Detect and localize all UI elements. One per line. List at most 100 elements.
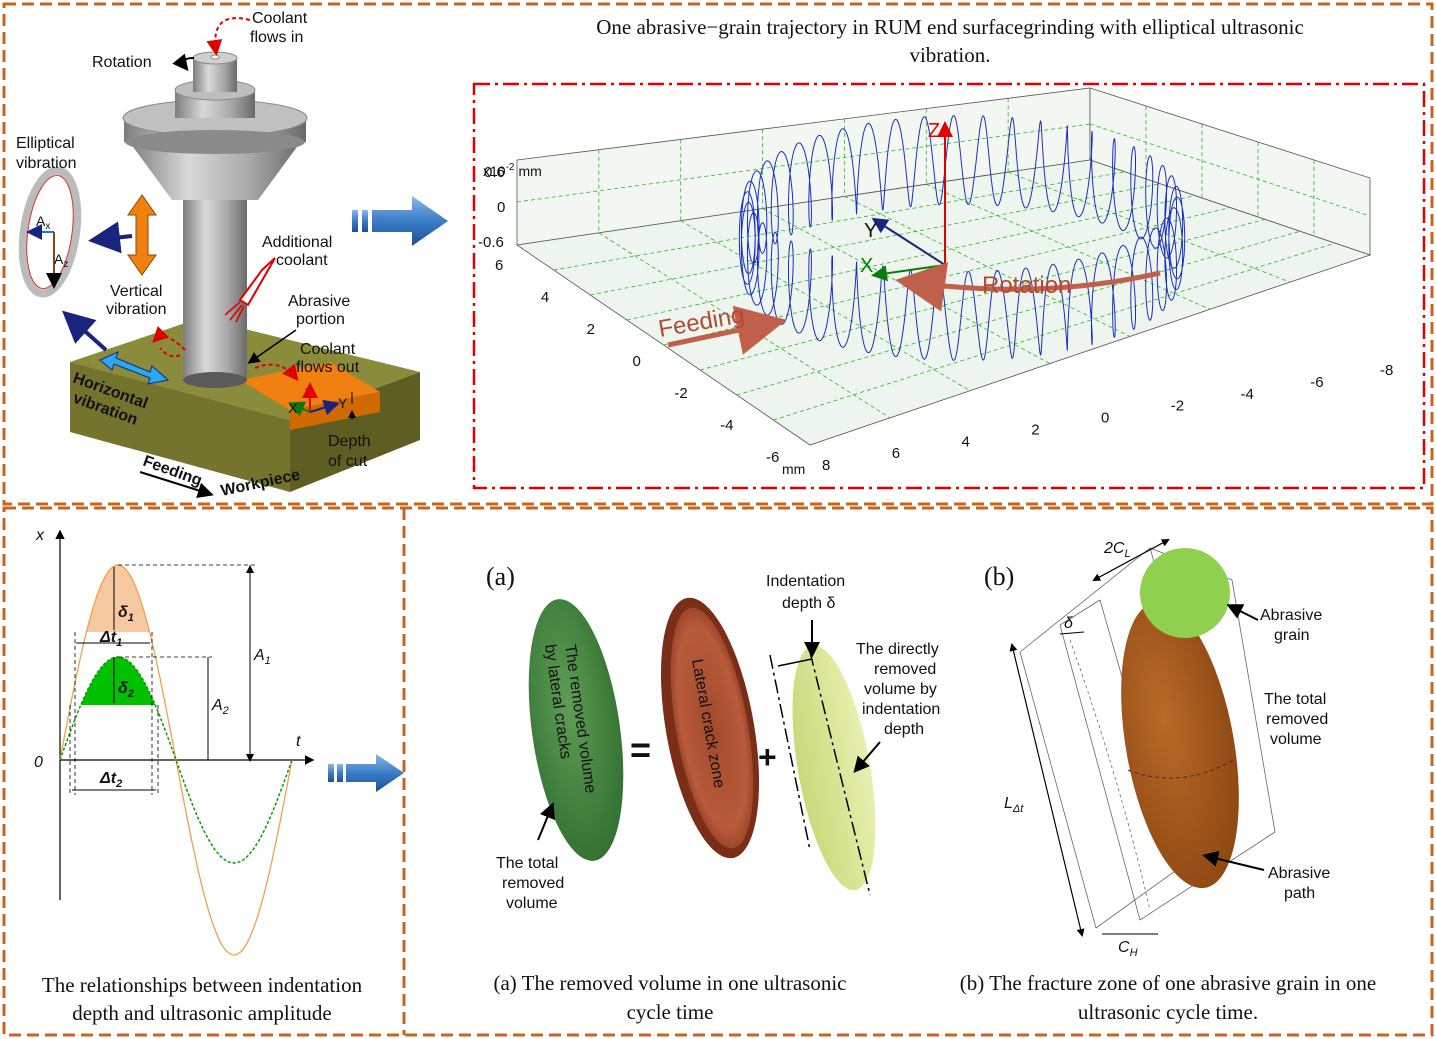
z-tick: 0 — [497, 199, 505, 216]
plot-axis-z: Z — [928, 120, 940, 142]
ax-label: A — [36, 213, 46, 229]
panel-b-caption-1: (b) The fracture zone of one abrasive gr… — [960, 971, 1377, 995]
dt1-sub: 1 — [116, 637, 122, 649]
spindle-cone — [128, 140, 302, 200]
b-delta-label: δ — [1064, 615, 1074, 632]
x-tick: 0 — [1101, 410, 1109, 427]
dt2-label: Δt — [99, 770, 117, 787]
cl-sub: L — [1124, 548, 1130, 560]
wp-axis-x: X — [288, 400, 298, 416]
delta1-sub: 1 — [128, 612, 134, 624]
svg-text:Δt2: Δt2 — [99, 770, 122, 790]
panel-a-caption-1: (a) The removed volume in one ultrasonic — [493, 971, 846, 995]
spindle-shaft — [183, 190, 247, 380]
brown-removed-volume — [1121, 601, 1239, 889]
coil-trajectory — [738, 115, 1186, 361]
wp-axis-y: Y — [338, 395, 348, 411]
elliptical-ring — [18, 166, 82, 298]
svg-text:Ax: Ax — [36, 213, 50, 232]
coolant-nozzle — [238, 257, 276, 307]
b-total-label-3: volume — [1270, 731, 1322, 748]
b-total-label-1: The total — [1264, 691, 1326, 708]
x-tick: -8 — [1380, 362, 1393, 379]
panel-a: (a) The removed volume by lateral cracks… — [486, 562, 940, 912]
x-axis-label: x — [35, 527, 45, 544]
abrasive-grain — [1140, 548, 1230, 638]
ch-sub: H — [1130, 947, 1138, 959]
y-tick: -2 — [674, 385, 687, 402]
elliptical-label-1: Elliptical — [16, 135, 75, 152]
panel-a-caption-2: cycle time — [627, 1000, 714, 1024]
coolant-in-label-1: Coolant — [252, 10, 308, 27]
delta1-label: δ — [118, 604, 128, 621]
a2-label: A — [211, 697, 223, 714]
a-total-label-1: The total — [496, 855, 558, 872]
machine-illustration: Coolant flows in Rotation Elliptical vib… — [16, 10, 420, 500]
y-tick: -6 — [766, 449, 779, 466]
path-label-2: path — [1284, 885, 1315, 902]
dt1-label: Δt — [99, 629, 117, 646]
amplitude-caption-2: depth and ultrasonic amplitude — [72, 1001, 332, 1025]
direct-label-3: volume by — [864, 681, 937, 698]
plus-sign: + — [758, 739, 777, 775]
panel-b: (b) 2CL δ LΔt CH Abrasive grain — [984, 539, 1330, 959]
workpiece-side — [290, 372, 420, 492]
y-tick: 2 — [587, 321, 595, 338]
coolant-out-label-1: Coolant — [300, 341, 356, 358]
delta2-sub: 2 — [127, 688, 134, 700]
wp-axis-z: Z — [304, 385, 313, 401]
svg-text:A2: A2 — [211, 697, 229, 717]
svg-text:2CL: 2CL — [1103, 540, 1131, 560]
z-unit-exp: -2 — [506, 162, 515, 173]
x-tick: -2 — [1171, 398, 1184, 415]
delta2-label: δ — [118, 680, 128, 697]
flow-arrow-top — [352, 196, 448, 246]
direct-label-5: depth — [884, 721, 924, 738]
az-sub: z — [63, 259, 68, 270]
svg-text:δ1: δ1 — [118, 604, 134, 624]
direct-label-2: removed — [874, 661, 936, 678]
y-tick: 4 — [541, 289, 549, 306]
x-tick: 8 — [822, 457, 830, 474]
coolant-out-label-2: flows out — [296, 359, 360, 376]
svg-text:CH: CH — [1118, 939, 1138, 959]
indent-label-2: depth δ — [782, 595, 835, 612]
x-tick: -6 — [1310, 374, 1323, 391]
plot-axis-y: Y — [864, 220, 877, 242]
z-tick: -0.6 — [478, 234, 504, 251]
trajectory-title-1: One abrasive−grain trajectory in RUM end… — [596, 15, 1304, 39]
plot-axis-x: X — [860, 255, 873, 277]
vertical-vibration-arrow — [127, 194, 157, 276]
amplitude-plot: x t 0 δ1 δ2 Δt1 Δt2 A1 A2 — [34, 527, 315, 956]
workpiece-front — [70, 362, 290, 492]
a1-sub: 1 — [265, 655, 271, 667]
left-unit: mm — [782, 461, 805, 477]
rotation-label: Rotation — [92, 54, 152, 71]
indentation-volume — [792, 645, 876, 891]
dt2-sub: 2 — [115, 778, 122, 790]
additional-label-1: Additional — [262, 234, 332, 251]
a2-sub: 2 — [222, 705, 229, 717]
ldt-label: L — [1004, 795, 1013, 812]
svg-text:LΔt: LΔt — [1004, 795, 1024, 815]
az-label: A — [54, 251, 64, 267]
abrasive-label-2: portion — [296, 311, 345, 328]
plot-rotation-label: Rotation — [982, 272, 1071, 299]
svg-text:A1: A1 — [253, 647, 271, 667]
direct-label-1: The directly — [856, 641, 939, 658]
z-unit: x10 — [483, 163, 506, 179]
y-tick: 0 — [633, 353, 641, 370]
trajectory-plot-box — [472, 82, 1426, 490]
depth-label-2: of cut — [328, 453, 368, 470]
direct-label-4: indentation — [862, 701, 940, 718]
vertical-label-2: vibration — [106, 301, 166, 318]
abrasive-label-1: Abrasive — [288, 293, 350, 310]
z-unit-mm: mm — [518, 163, 541, 179]
svg-text:Az: Az — [54, 251, 68, 270]
panel-b-tag: (b) — [984, 562, 1014, 591]
svg-text:x10-2mm: x10-2mm — [483, 162, 542, 179]
x-tick: -4 — [1241, 386, 1254, 403]
depth-label-1: Depth — [328, 433, 371, 450]
